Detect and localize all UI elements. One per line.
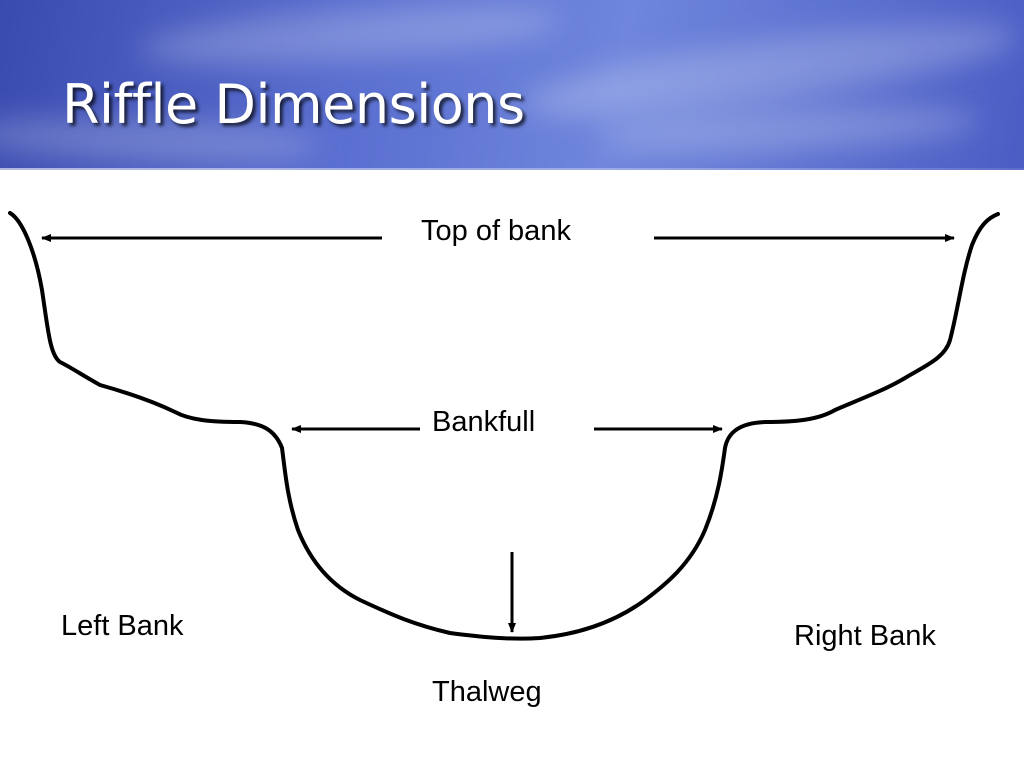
channel-profile: [8, 211, 1000, 641]
top-of-bank-label: Top of bank: [421, 215, 571, 247]
right-bank-label: Right Bank: [794, 620, 936, 652]
left-bank-label: Left Bank: [61, 610, 184, 642]
bankfull-label: Bankfull: [432, 406, 536, 438]
header-divider: [0, 168, 1024, 170]
slide-header: Riffle Dimensions: [0, 0, 1024, 170]
slide-title: Riffle Dimensions: [62, 73, 525, 136]
thalweg-label: Thalweg: [432, 676, 542, 708]
